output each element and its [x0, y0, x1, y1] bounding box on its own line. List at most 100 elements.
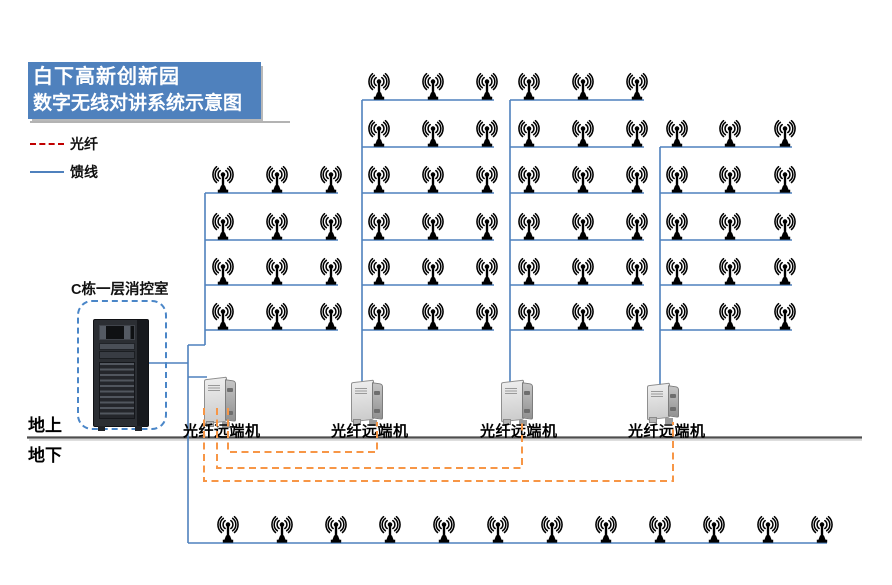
unit-vent [505, 388, 517, 394]
antenna-icon [573, 167, 593, 193]
antenna-icon [775, 259, 795, 285]
antenna-icon [627, 214, 647, 240]
legend: 光纤 馈线 [30, 135, 98, 191]
antenna-icon [775, 304, 795, 330]
antenna-icon [267, 259, 287, 285]
antenna-icon [667, 304, 687, 330]
legend-item-fiber: 光纤 [30, 135, 98, 153]
antenna-icon [758, 517, 778, 543]
antenna-icon [650, 517, 670, 543]
title-underline [30, 121, 290, 123]
antenna-icon [519, 167, 539, 193]
antenna-icon [519, 214, 539, 240]
antenna-icon [667, 214, 687, 240]
rack-top-panel [99, 325, 135, 340]
unit-port [524, 409, 530, 413]
antenna-icon [812, 517, 832, 543]
antenna-icon [213, 167, 233, 193]
unit-side [225, 379, 236, 422]
fiber-remote-unit [647, 380, 680, 423]
rack-vent-door [99, 362, 135, 419]
ground-below-label: 地下 [28, 441, 62, 466]
antenna-icon [321, 304, 341, 330]
antenna-icon [369, 214, 389, 240]
antenna-icon [519, 121, 539, 147]
unit-vent [208, 385, 220, 391]
antenna-icon [321, 259, 341, 285]
antenna-icon [272, 517, 292, 543]
remote-unit-label: 光纤远端机 [183, 420, 261, 441]
antenna-icon [720, 214, 740, 240]
antenna-icon [573, 304, 593, 330]
title-line-1: 白下高新创新园 [33, 64, 261, 91]
antenna-icon [542, 517, 562, 543]
unit-side [372, 382, 383, 420]
antenna-icon [213, 214, 233, 240]
antenna-icon [627, 167, 647, 193]
antenna-icon [477, 121, 497, 147]
rack-unit-bar [99, 351, 135, 359]
antenna-icon [267, 304, 287, 330]
feeder-line-sample [30, 171, 64, 173]
antenna-icon [477, 167, 497, 193]
antenna-icon [369, 74, 389, 100]
antenna-icon [627, 259, 647, 285]
antenna-icon [423, 259, 443, 285]
legend-label-feeder: 馈线 [70, 162, 98, 182]
fiber-line-sample [30, 143, 64, 145]
antenna-icon [573, 121, 593, 147]
antenna-icon [267, 167, 287, 193]
unit-body [501, 380, 524, 423]
unit-port [670, 394, 676, 398]
antenna-icon [573, 74, 593, 100]
legend-label-fiber: 光纤 [70, 134, 98, 154]
antenna-icon [720, 167, 740, 193]
antenna-icon [380, 517, 400, 543]
antenna-icon [423, 74, 443, 100]
fiber-remote-unit [351, 377, 384, 425]
unit-body [351, 380, 374, 423]
control-room-label: C栋一层消控室 [71, 278, 168, 299]
unit-port [374, 391, 380, 395]
unit-port [227, 388, 233, 392]
antenna-icon [423, 304, 443, 330]
title-line-2: 数字无线对讲系统示意图 [33, 91, 261, 117]
antenna-icon [213, 304, 233, 330]
antenna-icon [321, 214, 341, 240]
rack-unit-bar [99, 343, 135, 350]
antenna-icon [369, 304, 389, 330]
antenna-icon [627, 304, 647, 330]
antenna-icon [519, 259, 539, 285]
antenna-icon [519, 74, 539, 100]
antenna-icon [720, 304, 740, 330]
antenna-icon [775, 121, 795, 147]
antenna-icon [477, 259, 497, 285]
unit-port [374, 409, 380, 413]
antenna-icon [369, 259, 389, 285]
antenna-icon [423, 167, 443, 193]
antenna-icon [667, 259, 687, 285]
antenna-icon [720, 121, 740, 147]
unit-port [524, 391, 530, 395]
title-box: 白下高新创新园 数字无线对讲系统示意图 [28, 62, 261, 119]
antenna-icon [667, 167, 687, 193]
antenna-icon [596, 517, 616, 543]
antenna-icon [667, 121, 687, 147]
antenna-icon [213, 259, 233, 285]
unit-port [227, 411, 233, 415]
rack-feet [98, 426, 105, 431]
remote-unit-label: 光纤远端机 [331, 420, 409, 441]
antenna-icon [627, 121, 647, 147]
antenna-icon [573, 214, 593, 240]
antenna-icon [519, 304, 539, 330]
antenna-icon [627, 74, 647, 100]
fiber-remote-unit [501, 377, 534, 425]
unit-vent [355, 388, 367, 394]
ground-above-label: 地上 [28, 411, 62, 436]
antenna-icon [488, 517, 508, 543]
antenna-icon [434, 517, 454, 543]
antenna-icon [477, 214, 497, 240]
antenna-icon [704, 517, 724, 543]
remote-unit-label: 光纤远端机 [480, 420, 558, 441]
